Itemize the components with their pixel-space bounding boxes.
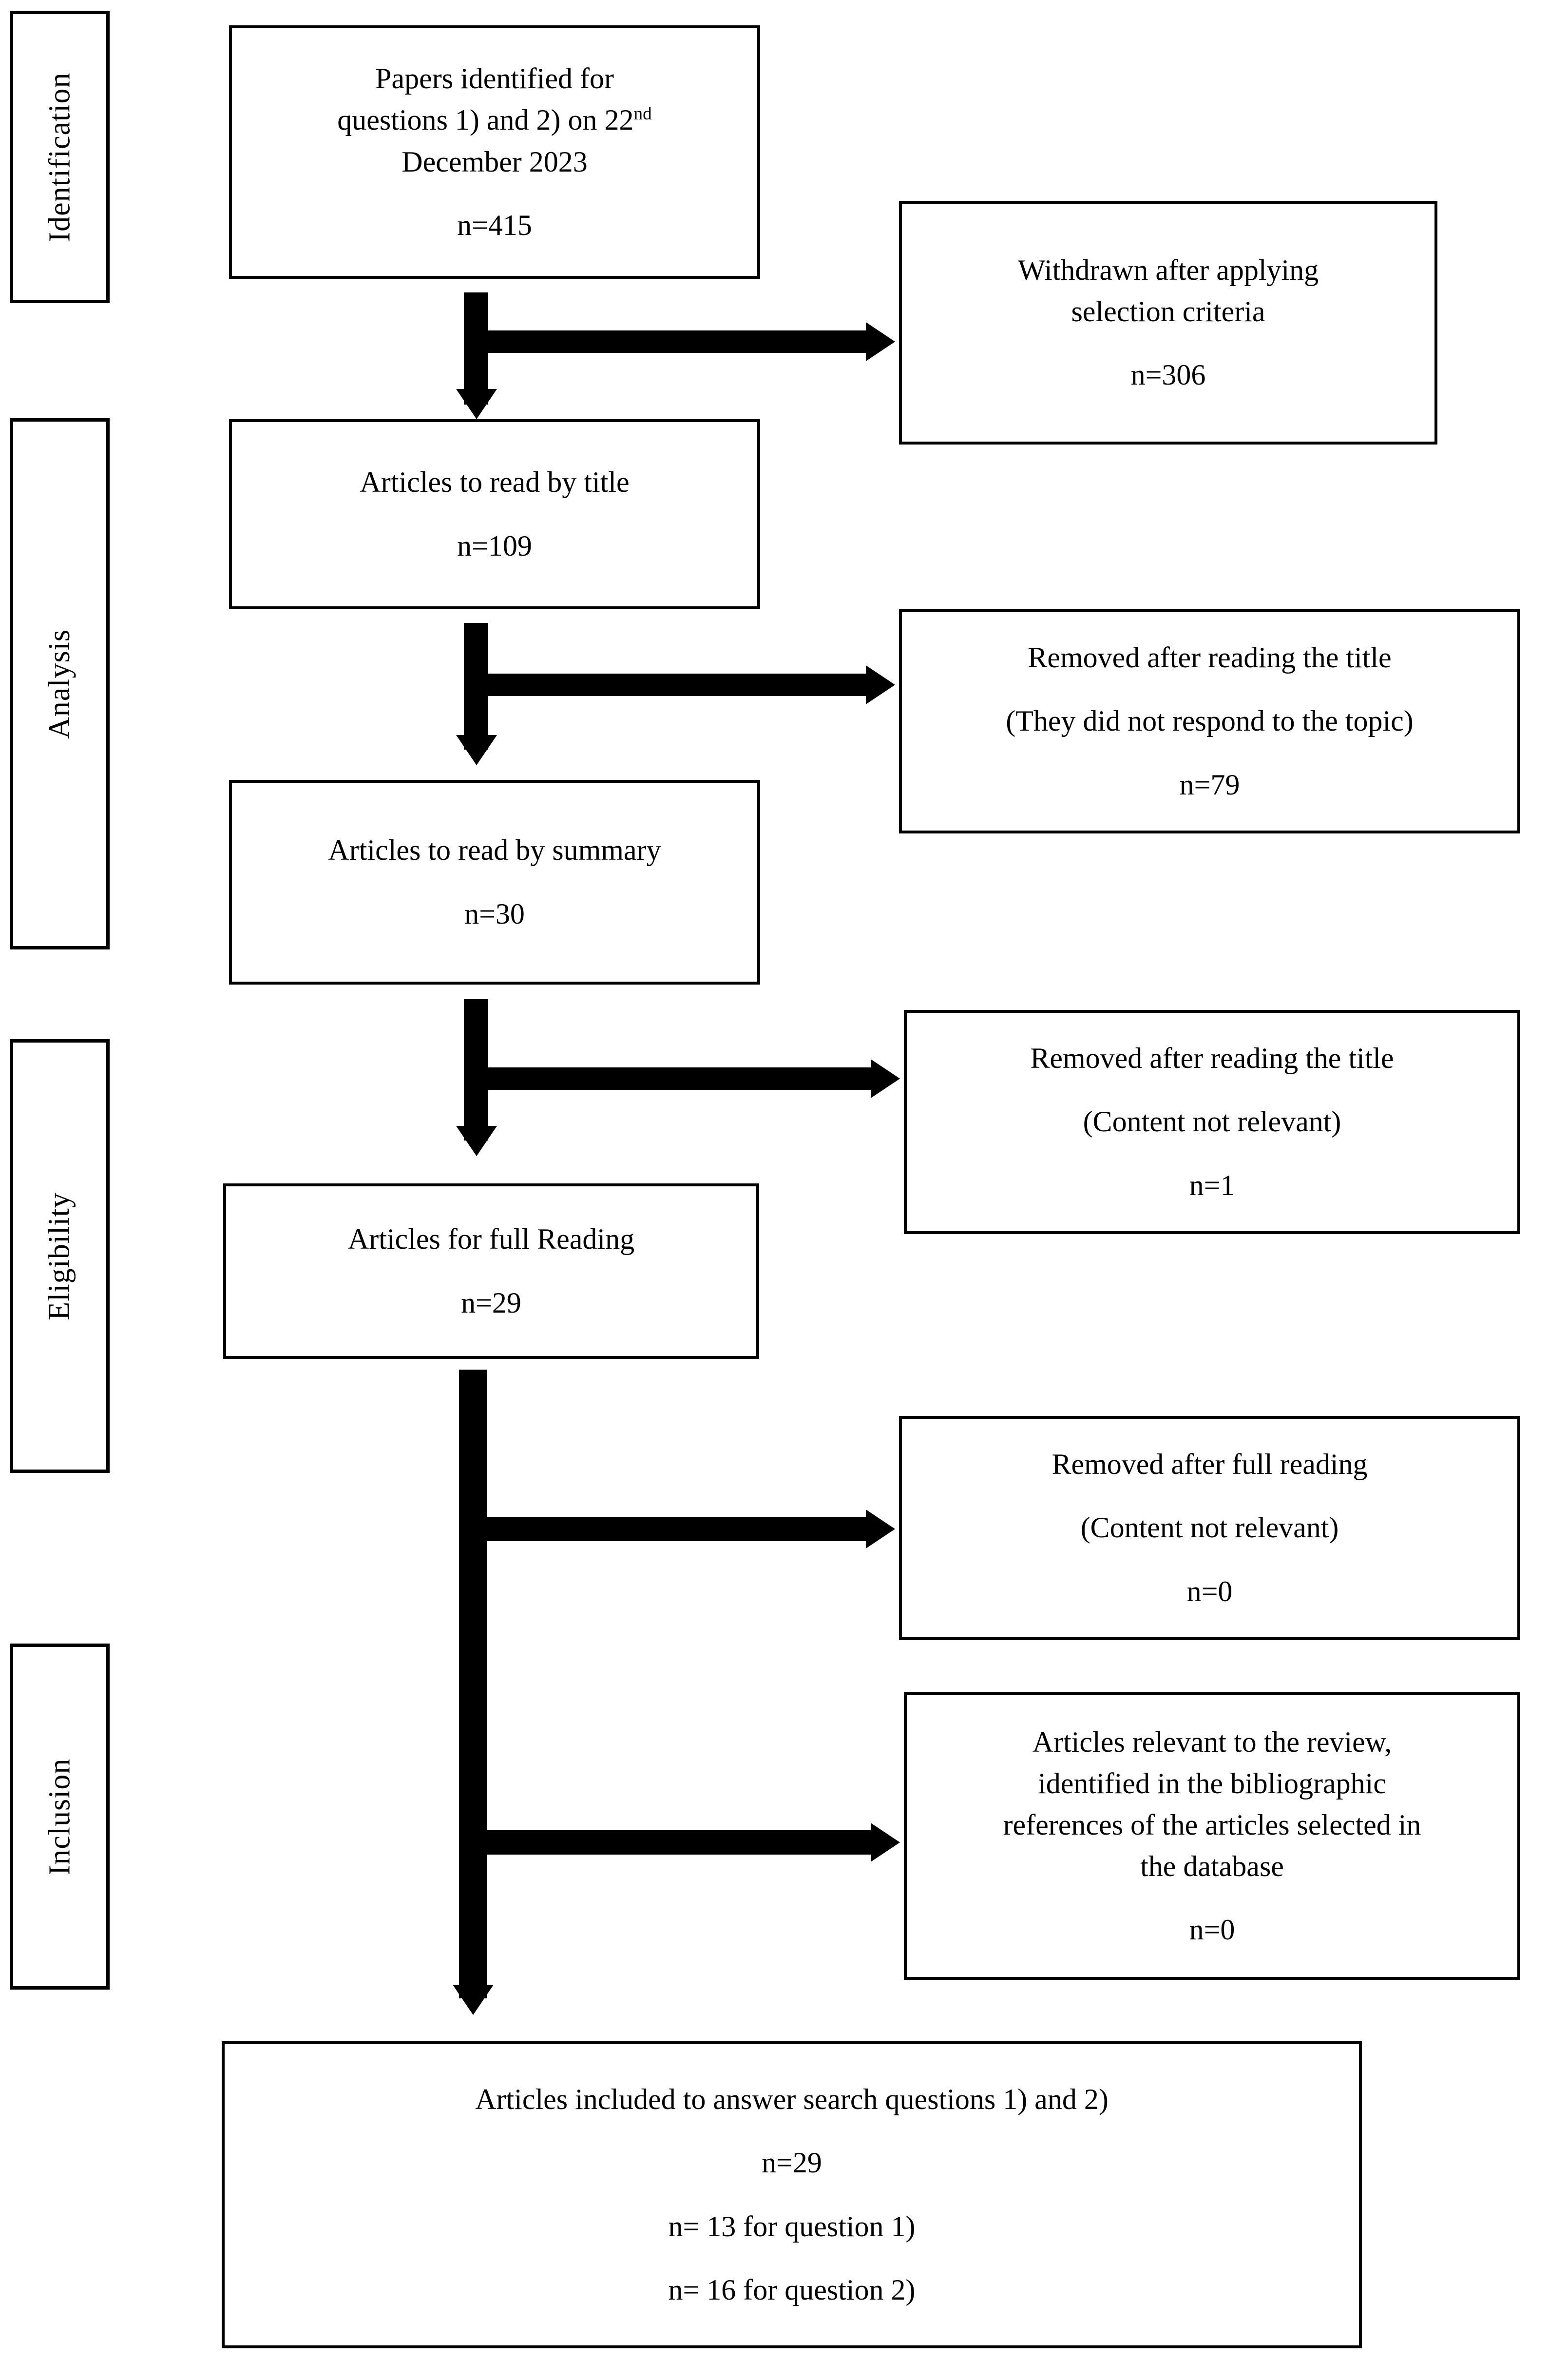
- connector-4-arrowhead-right-lower: [871, 1823, 900, 1862]
- connector-1-arrowhead-right: [866, 322, 895, 361]
- box-removed-full-reading-count: n=0: [1186, 1575, 1233, 1607]
- box-articles-full-reading-count: n=29: [461, 1286, 521, 1319]
- connector-1-arrowhead-down: [456, 389, 497, 419]
- box-papers-identified-line3: December 2023: [402, 145, 588, 178]
- box-included-final-count-total: n=29: [762, 2147, 822, 2179]
- connector-2-vertical-stem: [464, 623, 488, 750]
- box-articles-read-by-title: Articles to read by title n=109: [229, 419, 760, 609]
- box-removed-full-reading-line2: (Content not relevant): [1080, 1511, 1339, 1544]
- box-removed-full-reading: Removed after full reading (Content not …: [899, 1416, 1520, 1640]
- stage-label-identification-text: Identification: [43, 72, 76, 242]
- stage-label-eligibility: Eligibility: [10, 1039, 110, 1473]
- connector-2-arrowhead-right: [866, 665, 895, 704]
- box-articles-full-reading-line1: Articles for full Reading: [347, 1223, 635, 1256]
- box-removed-title-not-relevant-count: n=1: [1189, 1169, 1235, 1201]
- box-relevant-from-references: Articles relevant to the review, identif…: [904, 1692, 1520, 1980]
- box-papers-identified-count: n=415: [457, 209, 532, 241]
- connector-3-branch-bar: [488, 1067, 871, 1090]
- stage-label-analysis: Analysis: [10, 418, 110, 949]
- stage-label-eligibility-text: Eligibility: [43, 1192, 76, 1320]
- connector-4-branch-bar-upper: [487, 1517, 866, 1541]
- connector-1-branch-bar: [488, 330, 866, 353]
- box-included-final-line1: Articles included to answer search quest…: [475, 2083, 1109, 2116]
- box-withdrawn-selection-criteria-line1: Withdrawn after applying: [1017, 253, 1319, 286]
- box-articles-full-reading: Articles for full Reading n=29: [223, 1183, 759, 1359]
- box-withdrawn-selection-criteria-line2: selection criteria: [1071, 295, 1265, 328]
- box-included-final: Articles included to answer search quest…: [222, 2041, 1362, 2348]
- box-removed-title-off-topic-count: n=79: [1179, 768, 1240, 801]
- connector-3-arrowhead-right: [871, 1059, 900, 1098]
- box-removed-title-not-relevant-line1: Removed after reading the title: [1030, 1042, 1394, 1075]
- stage-label-identification: Identification: [10, 11, 110, 303]
- box-articles-read-by-summary-count: n=30: [464, 897, 525, 930]
- connector-4-arrowhead-right-upper: [866, 1509, 895, 1548]
- box-included-final-count-q1: n= 13 for question 1): [668, 2210, 916, 2243]
- box-relevant-from-references-line1: Articles relevant to the review,: [1032, 1725, 1392, 1758]
- box-relevant-from-references-line3: references of the articles selected in: [1003, 1808, 1421, 1841]
- connector-3-vertical-stem: [464, 999, 488, 1141]
- box-withdrawn-selection-criteria-count: n=306: [1130, 359, 1206, 391]
- connector-2-branch-bar: [488, 674, 866, 696]
- box-removed-title-off-topic: Removed after reading the title (They di…: [899, 609, 1520, 833]
- connector-3-arrowhead-down: [456, 1126, 497, 1156]
- box-removed-title-off-topic-line2: (They did not respond to the topic): [1006, 705, 1414, 737]
- box-removed-full-reading-line1: Removed after full reading: [1052, 1448, 1368, 1481]
- box-papers-identified: Papers identified for questions 1) and 2…: [229, 25, 760, 279]
- box-articles-read-by-title-line1: Articles to read by title: [360, 466, 630, 499]
- connector-2-arrowhead-down: [456, 735, 497, 765]
- box-removed-title-not-relevant-line2: (Content not relevant): [1083, 1105, 1341, 1138]
- box-relevant-from-references-count: n=0: [1189, 1914, 1235, 1946]
- box-articles-read-by-summary: Articles to read by summary n=30: [229, 780, 760, 985]
- box-articles-read-by-title-count: n=109: [457, 529, 532, 562]
- box-removed-title-not-relevant: Removed after reading the title (Content…: [904, 1010, 1520, 1234]
- connector-4-arrowhead-down: [453, 1985, 494, 2015]
- box-papers-identified-line1: Papers identified for: [375, 62, 614, 95]
- box-included-final-count-q2: n= 16 for question 2): [668, 2273, 916, 2306]
- stage-label-inclusion-text: Inclusion: [43, 1758, 76, 1875]
- connector-1-vertical-stem: [464, 292, 488, 405]
- box-articles-read-by-summary-line1: Articles to read by summary: [328, 834, 661, 867]
- box-papers-identified-line2: questions 1) and 2) on 22nd: [337, 104, 652, 136]
- stage-label-analysis-text: Analysis: [43, 629, 76, 739]
- connector-4-branch-bar-lower: [487, 1830, 871, 1855]
- box-withdrawn-selection-criteria: Withdrawn after applying selection crite…: [899, 201, 1437, 445]
- box-relevant-from-references-line4: the database: [1140, 1850, 1284, 1883]
- connector-4-vertical-stem: [459, 1370, 487, 1998]
- box-relevant-from-references-line2: identified in the bibliographic: [1038, 1767, 1386, 1800]
- stage-label-inclusion: Inclusion: [10, 1644, 110, 1990]
- box-removed-title-off-topic-line1: Removed after reading the title: [1028, 641, 1392, 674]
